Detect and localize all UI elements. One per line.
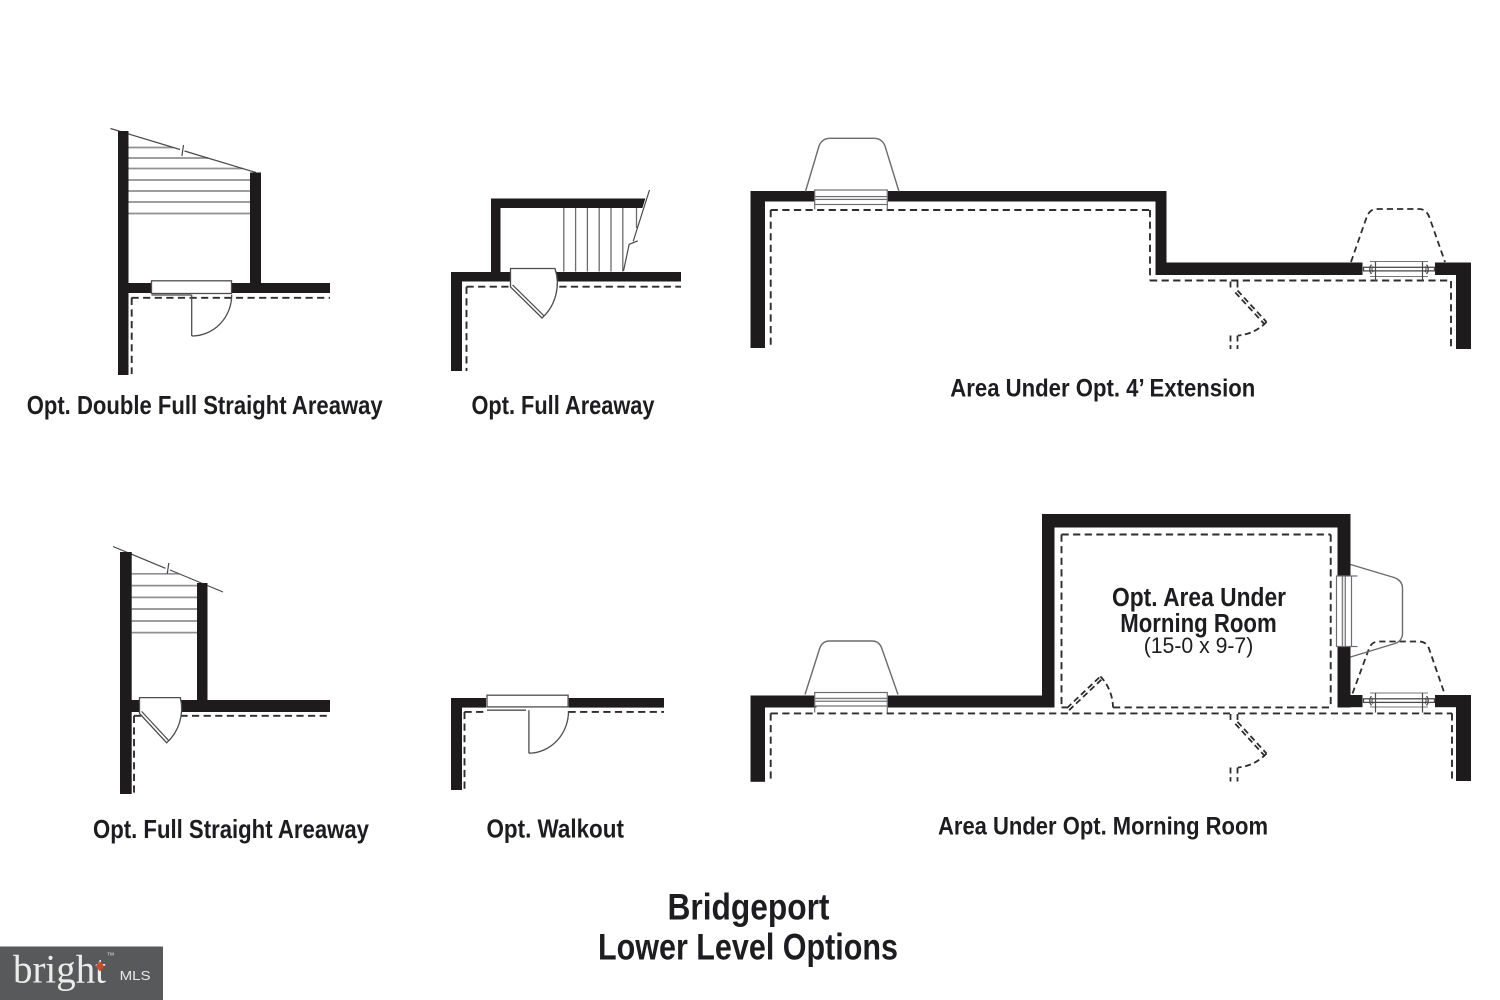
svg-text:Opt. Double Full Straight Area: Opt. Double Full Straight Areaway bbox=[27, 390, 383, 420]
svg-text:(15-0 x 9-7): (15-0 x 9-7) bbox=[1144, 633, 1254, 658]
svg-text:MLS: MLS bbox=[120, 969, 151, 983]
svg-text:Bridgeport: Bridgeport bbox=[668, 885, 830, 927]
svg-text:Lower Level Options: Lower Level Options bbox=[598, 926, 898, 968]
svg-text:Opt. Full Areaway: Opt. Full Areaway bbox=[472, 390, 655, 420]
svg-text:Area Under Opt. 4’ Extension: Area Under Opt. 4’ Extension bbox=[950, 375, 1255, 403]
svg-text:Area Under Opt. Morning Room: Area Under Opt. Morning Room bbox=[938, 813, 1268, 841]
svg-text:bright: bright bbox=[13, 947, 106, 992]
svg-text:Opt. Walkout: Opt. Walkout bbox=[486, 814, 624, 844]
svg-text:Opt. Full Straight Areaway: Opt. Full Straight Areaway bbox=[93, 814, 369, 844]
svg-text:Morning Room: Morning Room bbox=[1120, 610, 1276, 638]
svg-text:™: ™ bbox=[107, 951, 115, 960]
svg-text:Opt. Area Under: Opt. Area Under bbox=[1112, 584, 1286, 612]
